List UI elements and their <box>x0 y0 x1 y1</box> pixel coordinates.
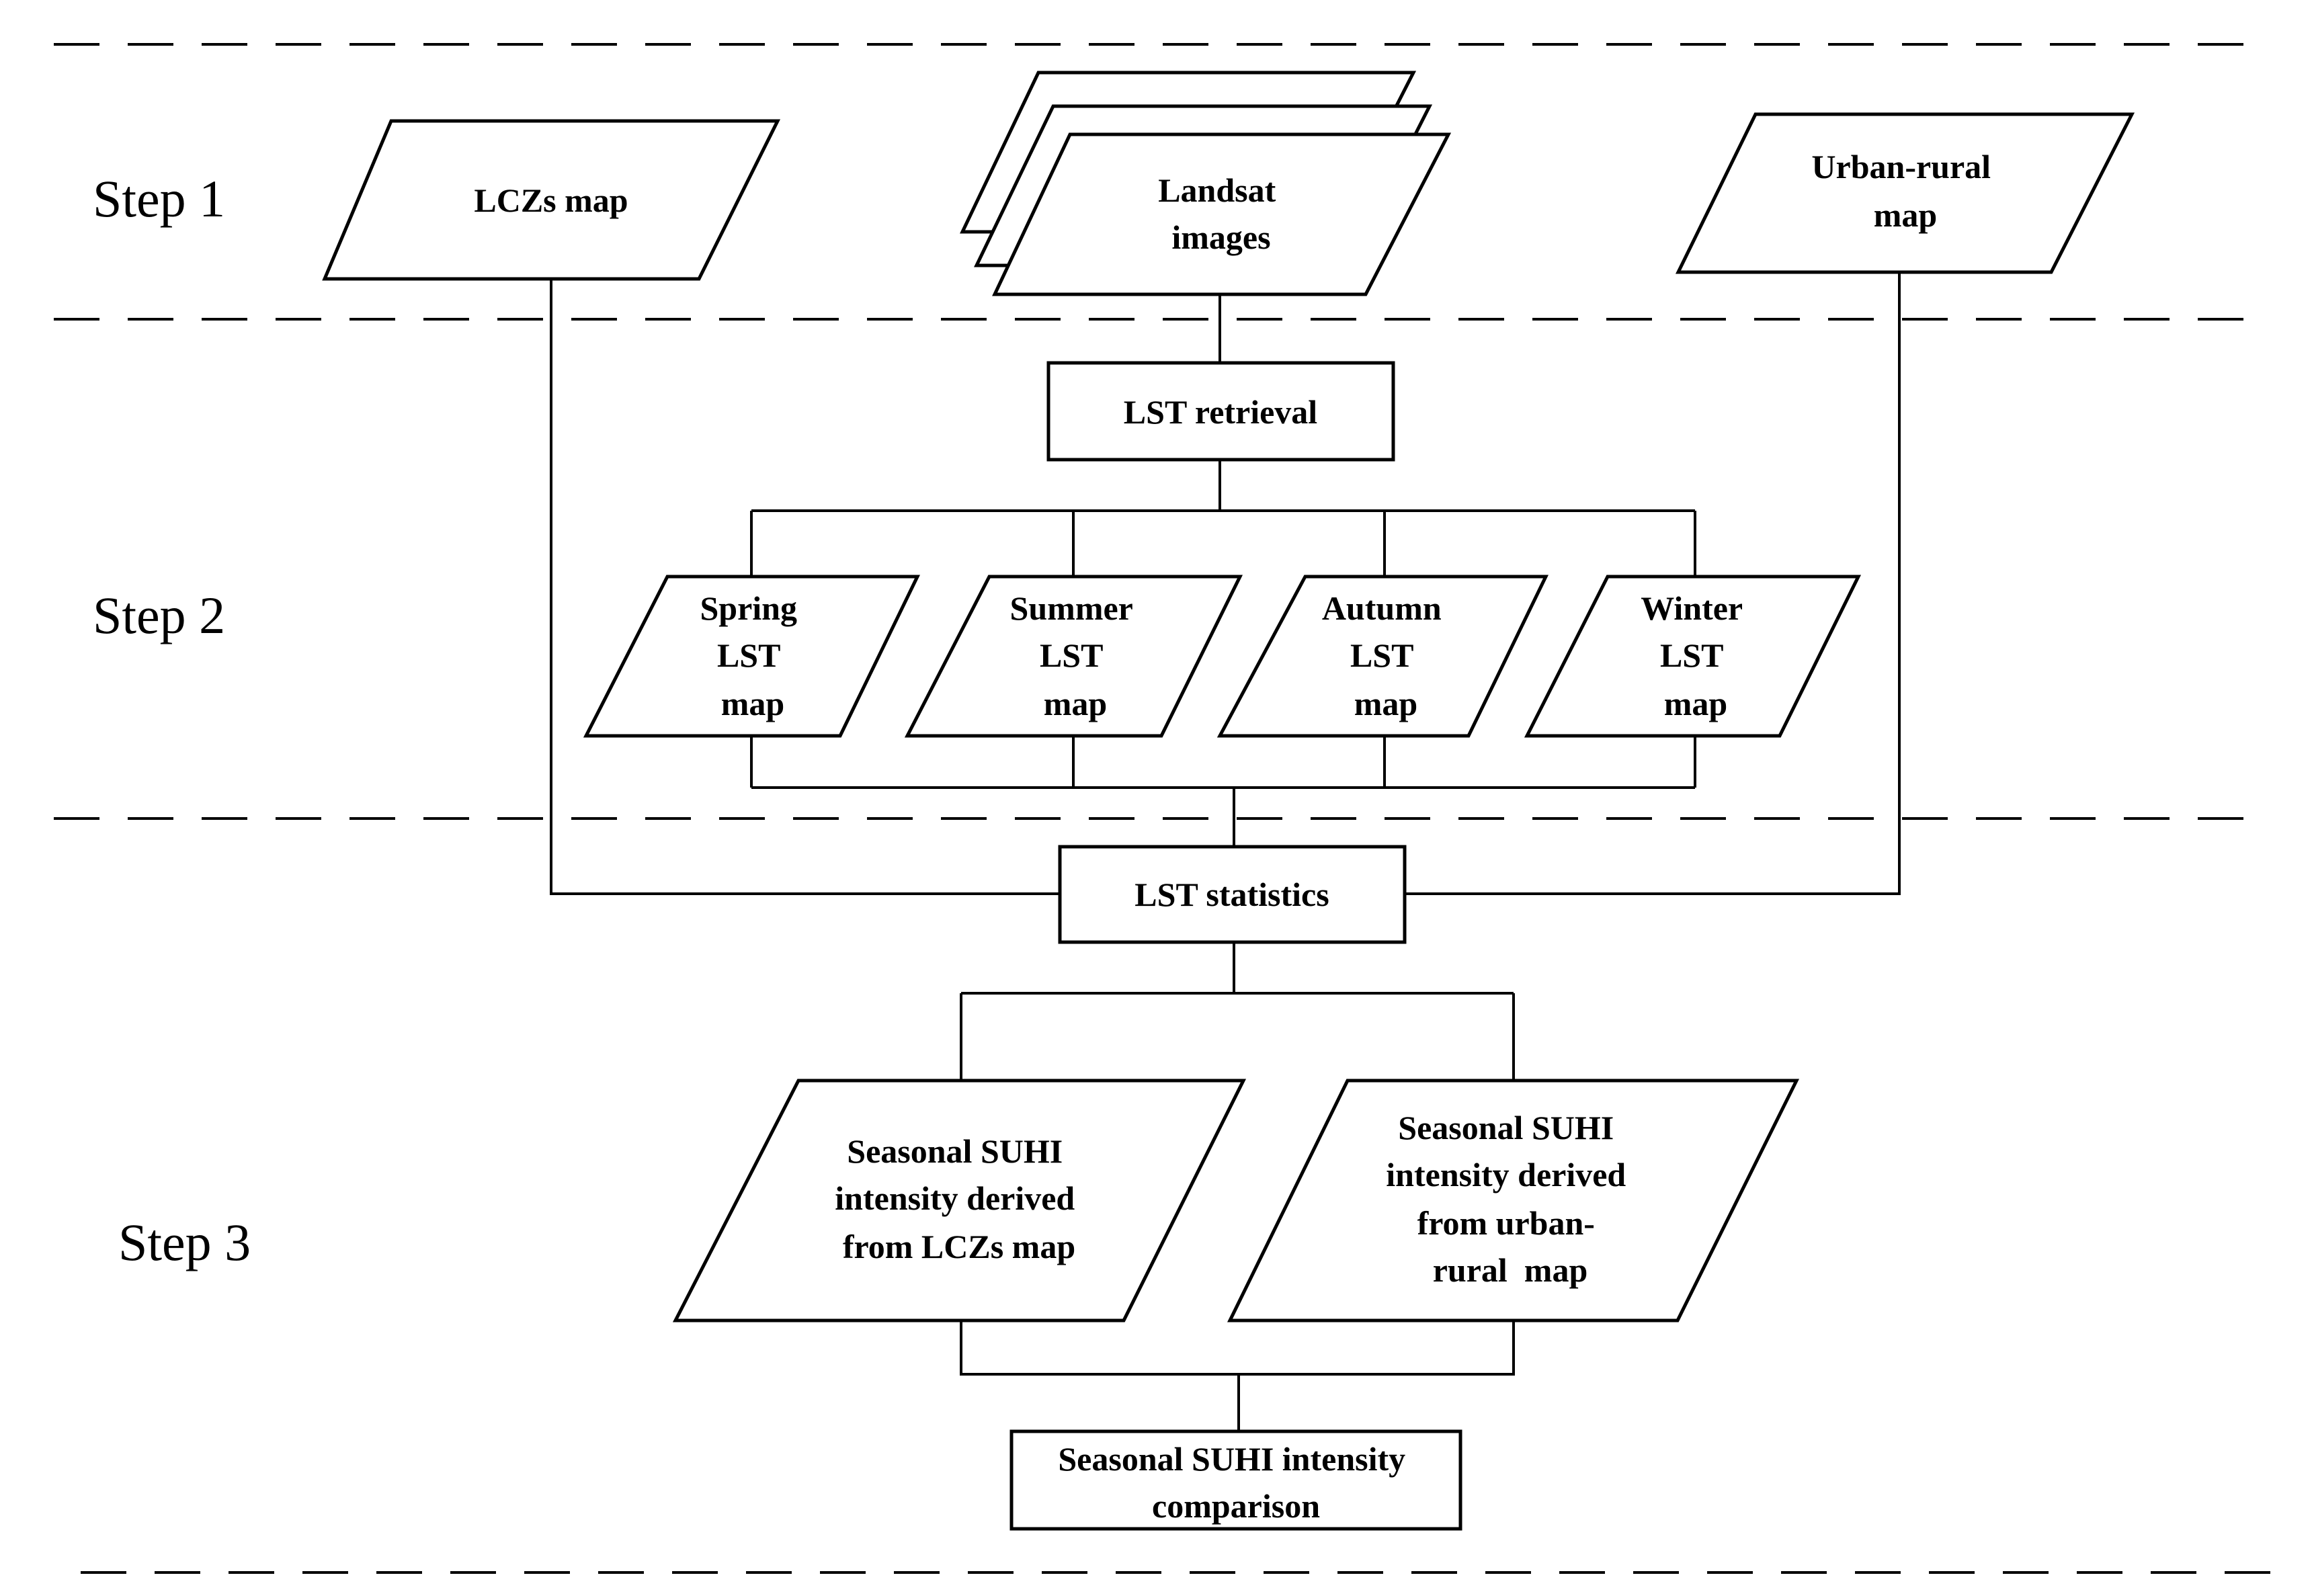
spring-lst-map-label: Spring LST map <box>700 589 805 722</box>
winter-lst-map-shape <box>1524 575 1862 738</box>
winter-lst-map-line-1: Winter <box>1641 589 1743 627</box>
lczs-map-shape <box>322 119 781 281</box>
spring-lst-map-line-1: Spring <box>700 589 797 627</box>
node-lst-retrieval: LST retrieval <box>1046 361 1395 462</box>
lst-retrieval-label: LST retrieval <box>1124 393 1318 431</box>
suhi-urban-rural-line-3: from urban- <box>1417 1204 1595 1242</box>
spring-lst-map-shape <box>583 575 920 738</box>
lczs-map-line-1: LCZs map <box>474 181 628 219</box>
spring-lst-map-line-2: LST <box>717 636 780 674</box>
landsat-images-line-2: images <box>1171 218 1270 256</box>
lst-retrieval-line-1: LST retrieval <box>1124 393 1318 431</box>
connector-lczs-to-statistics <box>550 279 1060 895</box>
suhi-urban-rural-label: Seasonal SUHI intensity derived from urb… <box>1386 1109 1634 1289</box>
node-spring-lst-map: Spring LST map <box>583 575 920 738</box>
urban-rural-map-shape <box>1675 112 2135 274</box>
node-lst-statistics: LST statistics <box>1058 845 1407 944</box>
suhi-comparison-line-2: comparison <box>1152 1487 1320 1525</box>
suhi-comparison-line-1: Seasonal SUHI intensity <box>1058 1440 1405 1478</box>
summer-lst-map-line-3: map <box>1044 685 1107 722</box>
step-3-label: Step 3 <box>118 1213 251 1271</box>
autumn-lst-map-line-1: Autumn <box>1322 589 1442 627</box>
landsat-images-label: Landsat images <box>1158 171 1284 256</box>
node-urban-rural-map: Urban-rural map <box>1675 112 2135 274</box>
summer-lst-map-label: Summer LST map <box>1010 589 1141 722</box>
connector-suhi-bottom-bar <box>960 1320 1515 1376</box>
node-suhi-comparison: Seasonal SUHI intensity comparison <box>1009 1429 1462 1531</box>
suhi-urban-rural-line-1: Seasonal SUHI <box>1398 1109 1614 1146</box>
winter-lst-map-line-3: map <box>1664 685 1727 722</box>
urban-rural-map-line-2: map <box>1874 196 1937 234</box>
suhi-lczs-line-3: from LCZs map <box>843 1228 1075 1265</box>
autumn-lst-map-shape <box>1216 575 1549 738</box>
suhi-lczs-label: Seasonal SUHI intensity derived from LCZ… <box>835 1132 1083 1265</box>
connector-lines <box>550 272 1901 1431</box>
winter-lst-map-label: Winter LST map <box>1641 589 1750 722</box>
suhi-lczs-line-1: Seasonal SUHI <box>847 1132 1063 1170</box>
landsat-images-shape <box>992 132 1452 296</box>
urban-rural-map-label: Urban-rural map <box>1811 148 1999 234</box>
suhi-comparison-box <box>1009 1429 1462 1531</box>
suhi-lczs-shape <box>672 1079 1247 1322</box>
suhi-comparison-label: Seasonal SUHI intensity comparison <box>1058 1440 1413 1525</box>
connector-urban-rural-to-statistics <box>1405 272 1901 895</box>
summer-lst-map-shape <box>904 575 1243 738</box>
urban-rural-map-line-1: Urban-rural <box>1811 148 1991 185</box>
lst-statistics-line-1: LST statistics <box>1134 876 1329 913</box>
step-2-label: Step 2 <box>93 586 225 644</box>
suhi-urban-rural-shape <box>1227 1079 1800 1322</box>
suhi-urban-rural-line-2: intensity derived <box>1386 1156 1626 1193</box>
node-winter-lst-map: Winter LST map <box>1524 575 1862 738</box>
lst-statistics-box <box>1058 845 1407 944</box>
node-landsat-images: Landsat images <box>960 71 1452 296</box>
lczs-map-label: LCZs map <box>474 181 628 219</box>
autumn-lst-map-line-3: map <box>1354 685 1417 722</box>
suhi-lczs-line-2: intensity derived <box>835 1179 1075 1217</box>
summer-lst-map-line-1: Summer <box>1010 589 1133 627</box>
suhi-urban-rural-line-4: rural map <box>1433 1251 1588 1289</box>
summer-lst-map-line-2: LST <box>1040 636 1103 674</box>
node-autumn-lst-map: Autumn LST map <box>1216 575 1549 738</box>
node-lczs-map: LCZs map <box>322 119 781 281</box>
node-summer-lst-map: Summer LST map <box>904 575 1243 738</box>
lst-retrieval-box <box>1046 361 1395 462</box>
spring-lst-map-line-3: map <box>721 685 784 722</box>
step-1-label: Step 1 <box>93 169 225 228</box>
landsat-images-line-1: Landsat <box>1158 171 1276 209</box>
winter-lst-map-line-2: LST <box>1660 636 1723 674</box>
autumn-lst-map-label: Autumn LST map <box>1322 589 1450 722</box>
autumn-lst-map-line-2: LST <box>1350 636 1413 674</box>
node-suhi-lczs: Seasonal SUHI intensity derived from LCZ… <box>672 1079 1247 1322</box>
node-suhi-urban-rural: Seasonal SUHI intensity derived from urb… <box>1227 1079 1800 1322</box>
lst-statistics-label: LST statistics <box>1134 876 1329 913</box>
